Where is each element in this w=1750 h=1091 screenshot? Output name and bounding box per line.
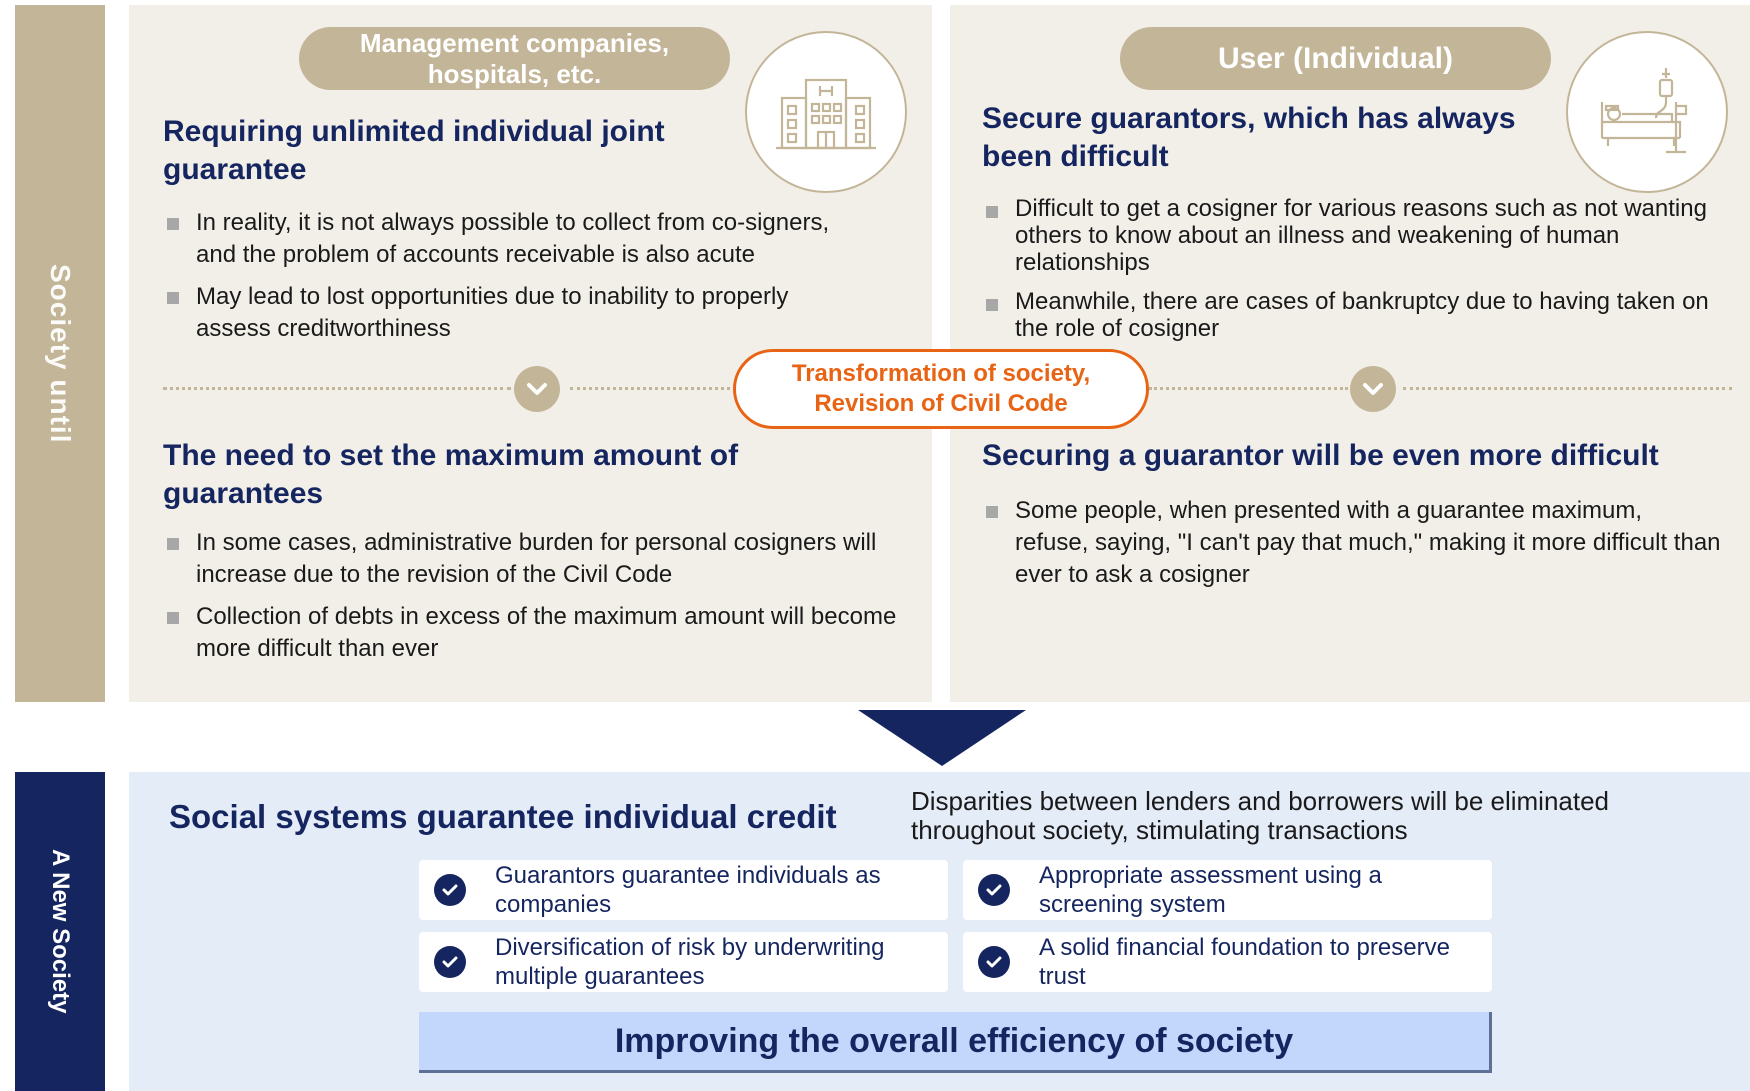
hospital-bed-icon [1566,31,1728,193]
transformation-line2: Revision of Civil Code [814,390,1068,417]
efficiency-conclusion: Improving the overall efficiency of soci… [419,1012,1492,1073]
transformation-line1: Transformation of society, [791,360,1091,387]
transformation-callout: Transformation of society, Revision of C… [733,349,1149,429]
check-icon [434,874,466,906]
right-top-bullets: Difficult to get a cosigner for various … [982,195,1712,354]
left-top-heading: Requiring unlimited individual joint gua… [163,115,665,186]
bullet-item: Collection of debts in excess of the max… [163,601,923,665]
bullet-item: In reality, it is not always possible to… [163,207,863,271]
check-icon [434,946,466,978]
feature-label: Diversification of risk by underwriting … [495,934,885,990]
new-society-title: Social systems guarantee individual cred… [169,798,837,835]
bullet-item: May lead to lost opportunities due to in… [163,281,863,345]
new-society-description: Disparities between lenders and borrower… [911,786,1610,845]
check-icon [978,874,1010,906]
bullet-item: Difficult to get a cosigner for various … [982,195,1712,276]
right-bottom-heading: Securing a guarantor will be even more d… [982,439,1659,472]
new-society-label: A New Society [47,849,74,1014]
right-top-heading: Secure guarantors, which has always been… [982,102,1516,173]
feature-label: A solid financial foundation to preserve… [1039,934,1450,990]
chevron-down-icon [1350,366,1396,412]
hospital-building-icon [745,31,907,193]
society-until-sidebar: Society until [15,5,105,702]
left-bottom-heading: The need to set the maximum amount of gu… [163,439,739,510]
left-bottom-bullets: In some cases, administrative burden for… [163,527,923,675]
feature-item: A solid financial foundation to preserve… [963,932,1492,992]
check-icon [978,946,1010,978]
left-top-bullets: In reality, it is not always possible to… [163,207,863,355]
feature-item: Guarantors guarantee individuals as comp… [419,860,948,920]
divider-dotted-left [163,387,511,390]
down-arrow-icon [858,710,1026,766]
divider-dotted-mid-right [1149,387,1348,390]
society-until-label: Society until [45,263,76,444]
right-bottom-bullets: Some people, when presented with a guara… [982,495,1722,601]
user-individual-pill: User (Individual) [1120,27,1551,90]
divider-dotted-mid-left [570,387,736,390]
feature-item: Diversification of risk by underwriting … [419,932,948,992]
bullet-item: In some cases, administrative burden for… [163,527,923,591]
feature-item: Appropriate assessment using a screening… [963,860,1492,920]
new-society-sidebar: A New Society [15,772,105,1091]
divider-dotted-right [1403,387,1732,390]
bullet-item: Some people, when presented with a guara… [982,495,1722,591]
feature-label: Guarantors guarantee individuals as comp… [495,862,881,918]
bullet-item: Meanwhile, there are cases of bankruptcy… [982,288,1712,342]
feature-label: Appropriate assessment using a screening… [1039,862,1382,918]
chevron-down-icon [514,366,560,412]
management-companies-pill: Management companies, hospitals, etc. [299,27,730,90]
